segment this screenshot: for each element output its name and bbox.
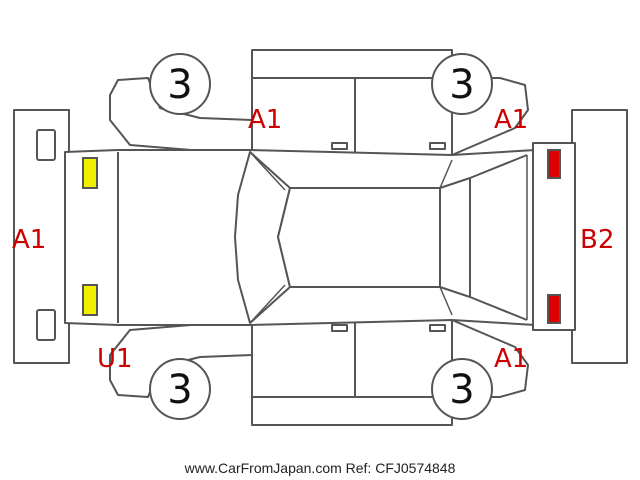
damage-code-bottom-front-corner: U1 — [97, 344, 133, 374]
tire-tread-value: 3 — [167, 62, 192, 108]
tire-rear-right[interactable]: 3 — [431, 358, 493, 420]
tire-tread-value: 3 — [167, 367, 192, 413]
tire-tread-value: 3 — [449, 62, 474, 108]
bottom-door-panels[interactable] — [251, 319, 453, 426]
tire-rear-left[interactable]: 3 — [431, 53, 493, 115]
yellow-marker — [82, 157, 98, 189]
tire-front-left[interactable]: 3 — [149, 53, 211, 115]
top-door-panels[interactable] — [251, 49, 453, 156]
red-marker — [547, 294, 561, 324]
tire-tread-value: 3 — [449, 367, 474, 413]
damage-code-rear-bumper: B2 — [580, 225, 614, 255]
front-bumper[interactable] — [13, 109, 70, 364]
damage-code-front-bumper: A1 — [12, 225, 46, 255]
tire-front-right[interactable]: 3 — [149, 358, 211, 420]
footer-watermark: www.CarFromJapan.com Ref: CFJ0574848 — [184, 460, 456, 476]
front-markers — [82, 157, 98, 316]
damage-code-top-front-door: A1 — [248, 105, 282, 135]
damage-code-bottom-rear-corner: A1 — [494, 344, 528, 374]
car-body[interactable] — [64, 149, 541, 326]
red-marker — [547, 149, 561, 179]
yellow-marker — [82, 284, 98, 316]
damage-code-top-rear-corner: A1 — [494, 105, 528, 135]
rear-markers — [532, 142, 576, 331]
